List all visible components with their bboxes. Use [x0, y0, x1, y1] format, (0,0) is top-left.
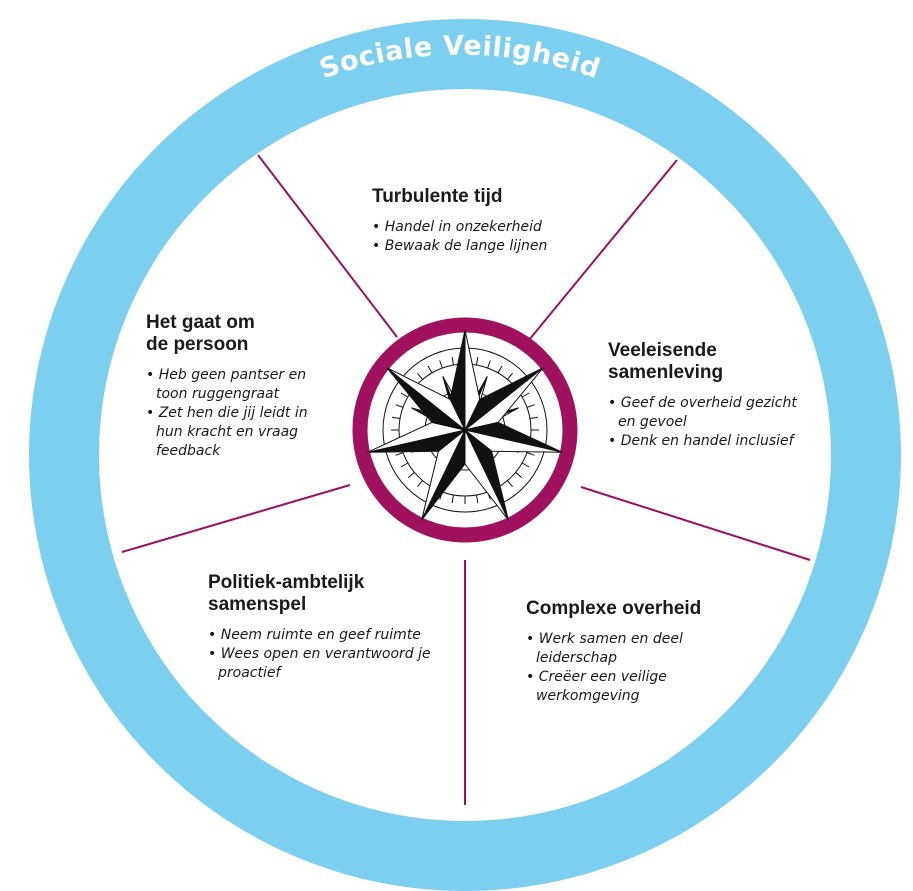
divider-right	[580, 486, 811, 561]
segment-veeleisende-samenleving: Veeleisende samenleving Geef de overheid…	[608, 340, 804, 451]
bullet-list: Handel in onzekerheid Bewaak de lange li…	[372, 218, 562, 256]
compass-tick	[476, 494, 479, 503]
segment-title: Complexe overheid	[526, 598, 702, 619]
bullet-item: Geef de overheid gezicht en gevoel	[608, 394, 804, 432]
compass-tick	[417, 480, 423, 488]
divider-top-right	[528, 159, 678, 341]
segment-title: Politiek-ambtelijk samenspel	[208, 572, 365, 615]
bullet-list: Werk samen en deel leiderschap Creëer ee…	[526, 630, 726, 706]
compass-tick	[476, 357, 479, 366]
bullet-item: Heb geen pantser en toon ruggengraat	[146, 366, 326, 404]
compass-tick	[526, 404, 535, 408]
bullet-item: Handel in onzekerheid	[372, 218, 562, 237]
compass-tick	[407, 472, 415, 478]
segment-politiek-ambtelijk-samenspel: Politiek-ambtelijk samenspel Neem ruimte…	[208, 572, 444, 683]
compass-tick	[395, 452, 404, 456]
segment-dividers	[121, 154, 811, 805]
bullet-item: Denk en handel inclusief	[608, 432, 804, 451]
bullet-list: Geef de overheid gezicht en gevoel Denk …	[608, 394, 804, 451]
bullet-item: Wees open en verantwoord je proactief	[208, 645, 444, 683]
compass-tick	[487, 360, 491, 369]
compass-tick	[497, 365, 503, 374]
segment-title: Het gaat om de persoon	[146, 312, 255, 355]
divider-left	[121, 484, 351, 553]
bullet-item: Creëer een veilige werkomgeving	[526, 668, 726, 706]
compass-tick	[521, 462, 530, 468]
segment-turbulente-tijd: Turbulente tijd Handel in onzekerheid Be…	[372, 186, 562, 256]
compass-tick	[526, 452, 535, 456]
divider-top-left	[257, 154, 398, 338]
bullet-item: Werk samen en deel leiderschap	[526, 630, 726, 668]
compass-tick	[395, 404, 404, 408]
compass-tick	[529, 416, 538, 419]
compass-tick	[521, 392, 530, 398]
compass-tick	[417, 372, 423, 380]
bullet-item: Neem ruimte en geef ruimte	[208, 626, 444, 645]
compass-tick	[392, 416, 401, 419]
segment-het-gaat-om-de-persoon: Het gaat om de persoon Heb geen pantser …	[146, 312, 326, 461]
segment-title: Veeleisende samenleving	[608, 340, 724, 383]
segment-title: Turbulente tijd	[372, 186, 503, 207]
bullet-item: Zet hen die jij leidt in hun kracht en v…	[146, 404, 326, 461]
compass-tick	[451, 357, 454, 366]
compass-tick	[451, 494, 454, 503]
compass-rose-icon	[352, 317, 578, 543]
compass-tick	[427, 365, 433, 374]
compass-tick	[400, 462, 409, 468]
compass-star-point-light-half	[386, 367, 466, 431]
compass-tick	[507, 480, 513, 488]
bullet-item: Bewaak de lange lijnen	[372, 237, 562, 256]
compass-tick	[400, 392, 409, 398]
bullet-list: Neem ruimte en geef ruimte Wees open en …	[208, 626, 444, 683]
compass-center-dot	[462, 427, 468, 433]
compass-tick	[507, 372, 513, 380]
segment-complexe-overheid: Complexe overheid Werk samen en deel lei…	[526, 598, 726, 706]
compass-tick	[515, 472, 523, 478]
compass-tick	[439, 360, 443, 369]
bullet-list: Heb geen pantser en toon ruggengraat Zet…	[146, 366, 326, 461]
